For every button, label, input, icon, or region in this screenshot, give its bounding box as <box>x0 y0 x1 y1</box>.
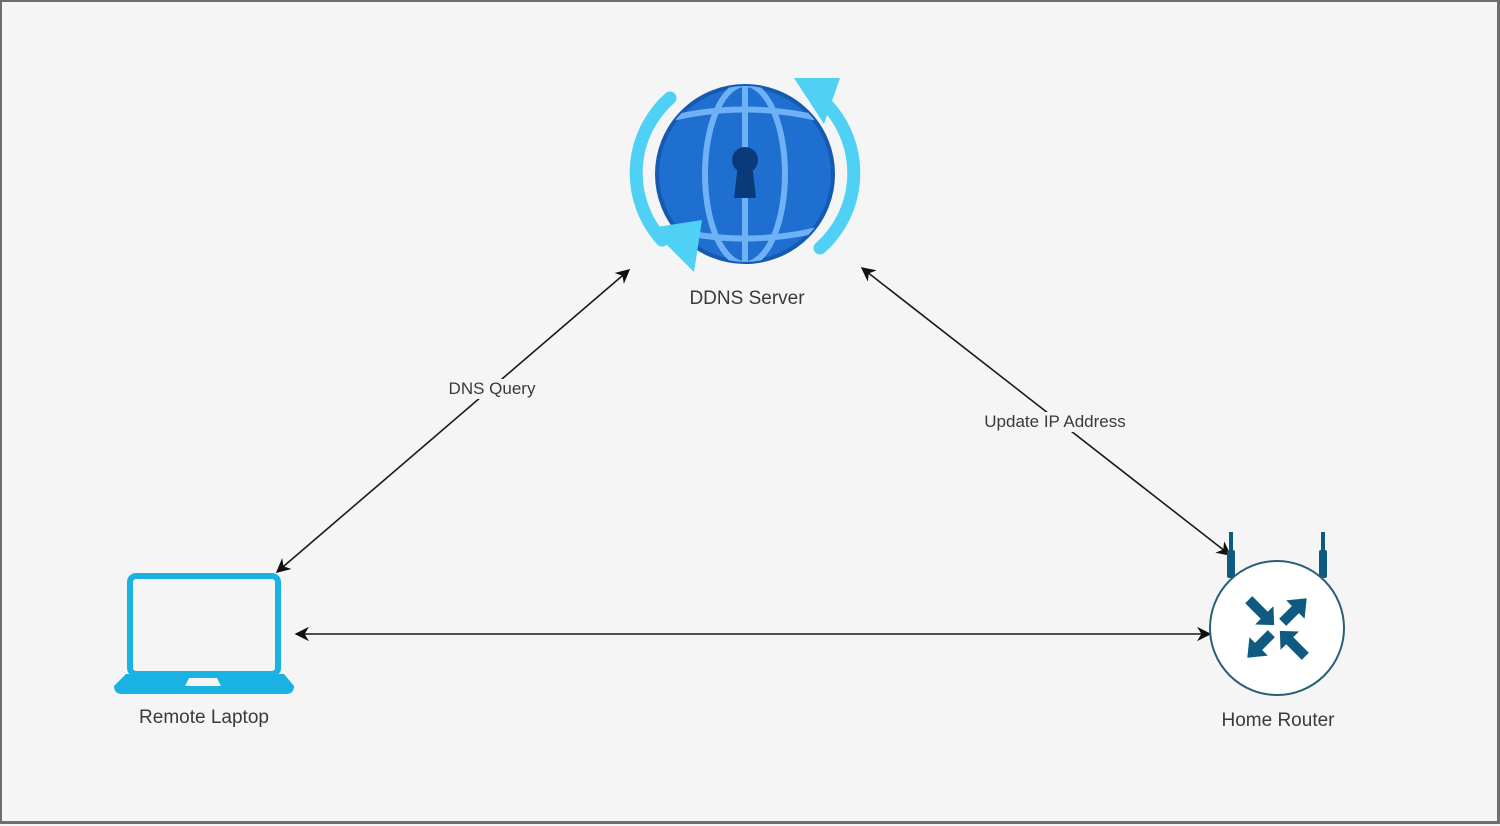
laptop-icon[interactable] <box>114 573 294 694</box>
ddns-server-label: DDNS Server <box>689 288 805 309</box>
edge-dns-query[interactable] <box>275 269 631 573</box>
update-ip-edge-label: Update IP Address <box>982 412 1128 432</box>
router-icon[interactable] <box>1209 532 1345 696</box>
globe-lock-sync-icon[interactable] <box>629 78 861 272</box>
remote-laptop-label: Remote Laptop <box>139 707 269 728</box>
dns-query-edge-label: DNS Query <box>446 379 538 399</box>
home-router-label: Home Router <box>1221 710 1335 731</box>
edge-update-ip[interactable] <box>860 267 1232 556</box>
